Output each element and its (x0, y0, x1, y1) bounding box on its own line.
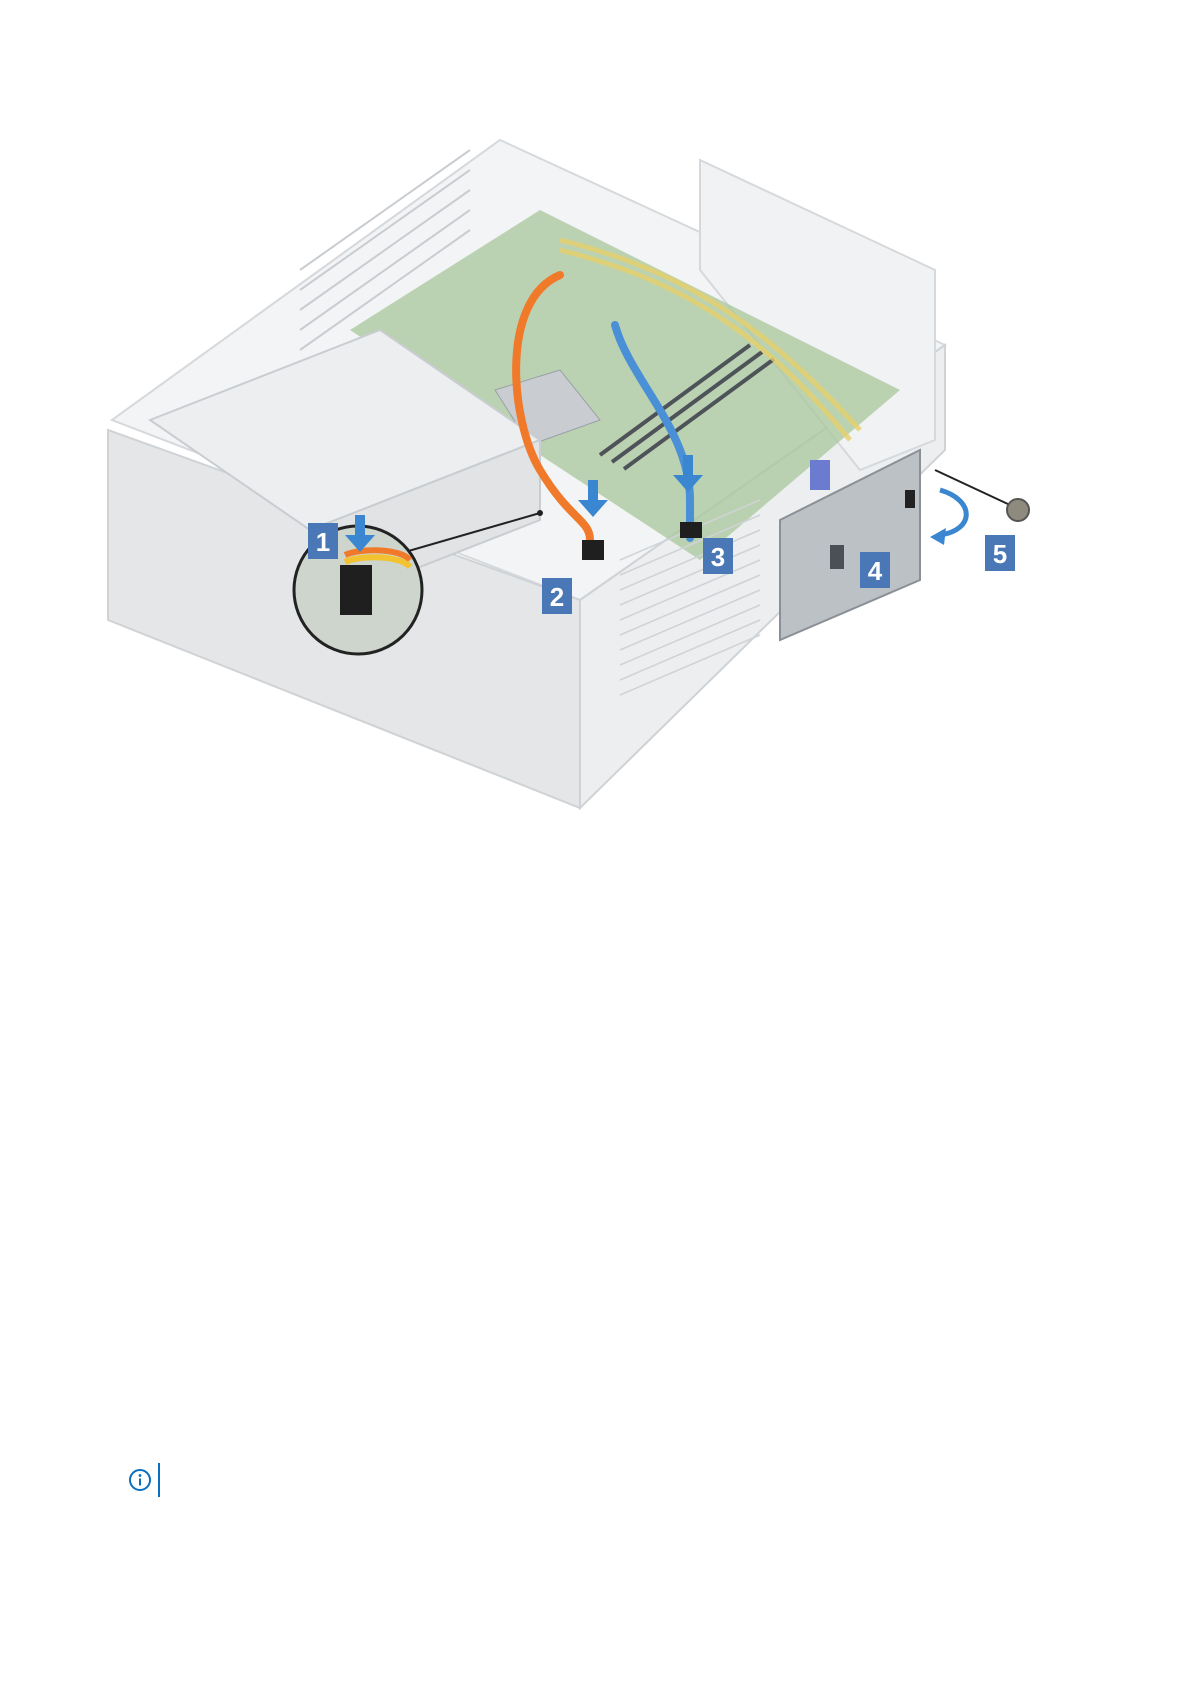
connector-2 (582, 540, 604, 560)
note-divider (158, 1463, 160, 1497)
callout-3: 3 (703, 538, 733, 574)
callout-4: 4 (860, 552, 890, 588)
callout-2: 2 (542, 578, 572, 614)
svg-text:4: 4 (868, 556, 883, 586)
screw-icon (930, 470, 1029, 545)
svg-text:1: 1 (316, 527, 330, 557)
info-icon (128, 1468, 152, 1492)
note (128, 1462, 160, 1498)
svg-text:3: 3 (711, 542, 725, 572)
svg-text:5: 5 (993, 539, 1007, 569)
callout-1: 1 (308, 523, 338, 559)
connector-3 (680, 522, 702, 538)
callout-5: 5 (985, 535, 1015, 571)
svg-text:2: 2 (550, 582, 564, 612)
